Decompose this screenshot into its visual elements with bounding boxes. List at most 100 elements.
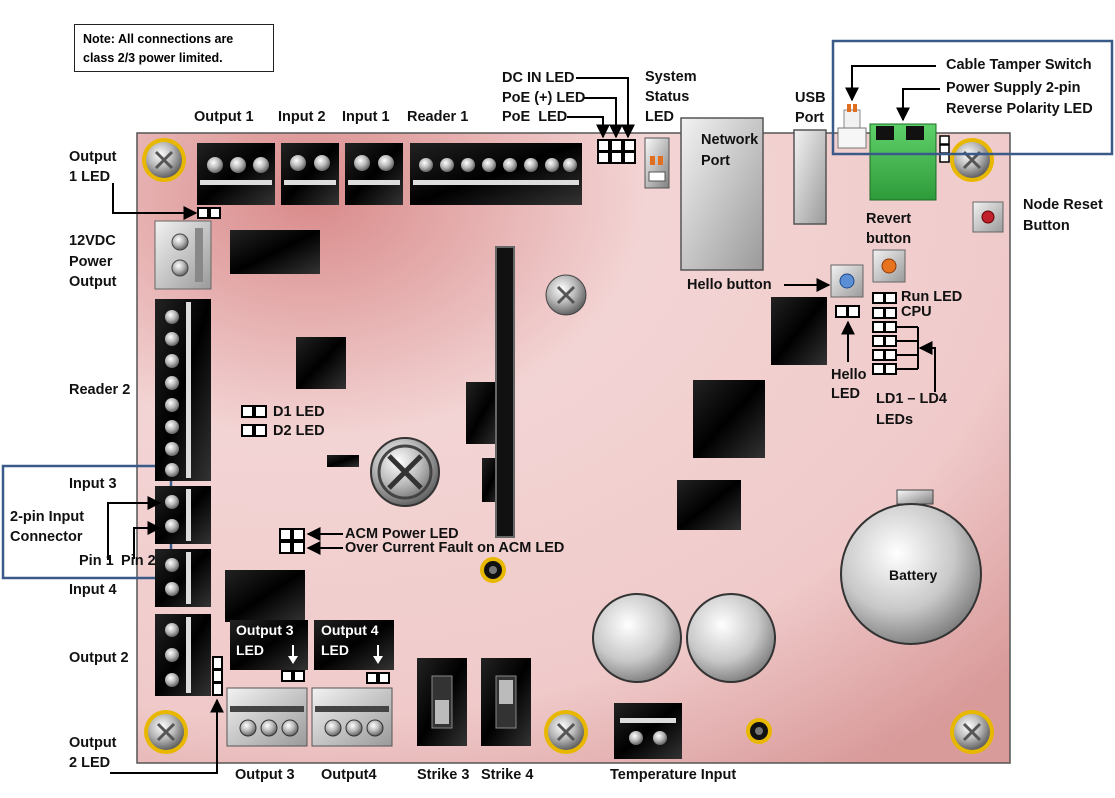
label-power-supply: Power Supply 2-pin [946,80,1081,96]
label-poe-led: PoE LED [502,109,568,125]
label-output3-led-2: LED [236,642,264,658]
label-usb: USB [795,90,826,106]
tamper-power-highlight-box [831,39,1114,156]
network-port [680,117,764,271]
output3-connector [226,687,308,747]
output3-led [281,670,305,682]
label-d2-led: D2 LED [273,423,325,439]
label-pin2: Pin 2 [121,553,156,569]
run-cpu-ld-leds [872,292,897,375]
label-cable-tamper: Cable Tamper Switch [946,57,1092,73]
label-reader2: Reader 2 [69,382,131,398]
output2-connector [155,614,211,696]
label-d1-led: D1 LED [273,404,325,420]
label-pin1: Pin 1 [79,553,114,569]
chip [296,337,346,389]
label-system: System [645,69,697,85]
label-poe-plus-led: PoE (+) LED [502,90,586,106]
label-output3-led-1: Output 3 [236,622,294,638]
expansion-slot [495,246,515,538]
output4-led [366,672,390,684]
input1-connector [345,143,403,205]
annotation-lines [107,65,940,774]
label-over-current: Over Current Fault on ACM LED [345,540,565,556]
revert-button [872,249,906,283]
label-battery: Battery [889,567,938,583]
label-2pin-input: 2-pin Input [10,509,85,525]
label-input2: Input 2 [278,109,326,125]
label-leds: LEDs [876,412,914,428]
label-input4: Input 4 [69,582,117,598]
input3-connector [155,486,211,544]
label-node-reset-button: Button [1023,218,1070,234]
label-input3: Input 3 [69,476,117,492]
label-hello-led-1: Hello [831,367,867,383]
label-network: Network [701,132,759,148]
label-hello-button: Hello button [687,277,772,293]
mounting-screw-bottom-middle [544,710,588,754]
temperature-input-connector [614,703,682,759]
label-node-reset: Node Reset [1023,197,1103,213]
label-output1: Output 1 [194,109,254,125]
node-reset-button [972,201,1004,233]
chip [466,382,500,444]
label-output4-led-2: LED [321,642,349,658]
label-ld1-ld4: LD1 – LD4 [876,391,947,407]
battery-clip [896,489,934,505]
label-reverse-polarity: Reverse Polarity LED [946,101,1093,117]
capacitor-left [592,593,682,683]
strike4-switch [481,658,531,746]
d1-d2-leds [241,405,267,437]
label-revert: Revert [866,211,912,227]
note-line-1: Note: All connections are [83,32,234,46]
label-output2-led-2: 2 LED [69,755,111,771]
label-hello-led-2: LED [831,386,860,402]
label-input1: Input 1 [342,109,390,125]
acm-leds [279,528,305,554]
chip [225,570,305,622]
label-output4: Output4 [321,767,377,783]
12vdc-power-output-connector [154,220,212,290]
battery [840,503,982,645]
label-power-output: Output [69,274,117,290]
label-dc-in-led: DC IN LED [502,70,575,86]
cable-tamper-switch [837,104,867,149]
label-power: Power [69,254,113,270]
label-output1-led-2: 1 LED [69,169,111,185]
label-status-led: LED [645,109,674,125]
label-usb-port: Port [795,110,824,126]
label-temperature-input: Temperature Input [610,767,737,783]
chip [230,230,320,274]
large-capacitor-screw [370,437,440,507]
mounting-screw-bottom-left [144,710,188,754]
label-run-led: Run LED [901,289,963,305]
chip [693,380,765,458]
chip [677,480,741,530]
mounting-screw-top-right [950,138,994,182]
label-output4-led-1: Output 4 [321,622,379,638]
label-output3: Output 3 [235,767,295,783]
mounting-screw-bottom-right [950,710,994,754]
small-screw-middle [480,557,506,583]
label-strike4: Strike 4 [481,767,534,783]
label-acm-power-led: ACM Power LED [345,526,459,542]
output2-led [212,656,223,696]
system-status-led [644,137,670,189]
label-output2-led-1: Output [69,735,117,751]
hello-button [830,264,864,298]
label-reader1: Reader 1 [407,109,469,125]
capacitor-right [686,593,776,683]
mounting-screw-top-left [142,138,186,182]
label-network-port: Port [701,153,730,169]
usb-port [793,129,827,225]
reader1-connector [410,143,582,205]
label-revert-button: button [866,231,912,247]
label-output1-led-1: Output [69,149,117,165]
output4-led-block [314,620,394,670]
strike3-switch [417,658,467,746]
note-line-2: class 2/3 power limited. [83,51,223,65]
label-status: Status [645,89,690,105]
output4-connector [311,687,393,747]
reverse-polarity-led [939,135,950,163]
